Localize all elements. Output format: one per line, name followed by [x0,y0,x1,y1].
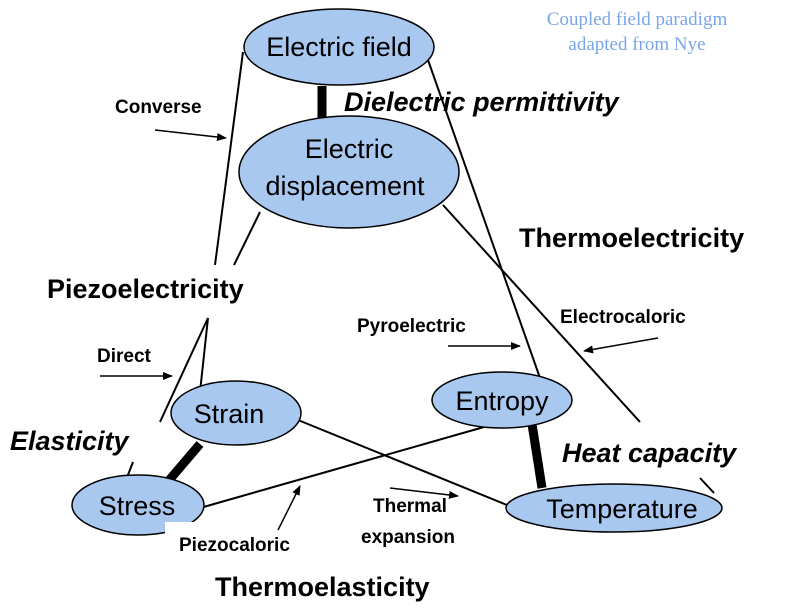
label-thermoelectricity: Thermoelectricity [519,223,744,253]
edge-entropy-temperature-thick [527,423,547,489]
label-converse: Converse [115,97,202,118]
node-entropy: Entropy [431,371,573,429]
node-stress: Stress [71,474,205,536]
label-thermoelasticity: Thermoelasticity [215,572,430,602]
stress-label-mask [165,522,205,536]
arrow-electrocaloric [583,337,659,354]
edge-field-to-entropy [427,59,541,379]
caption-line2: adapted from Nye [568,34,705,55]
arrow-piezocaloric [277,485,301,531]
temperature-label: Temperature [546,494,698,524]
electric-displacement-label-line1: Electric [305,134,394,164]
edge-stress-to-entropy [199,426,485,509]
label-direct: Direct [97,346,152,367]
edge-heatcap-to-temperature [699,477,715,494]
node-electric-field: Electric field [243,8,435,86]
electric-field-label: Electric field [266,32,412,62]
strain-label: Strain [194,399,265,429]
stress-label: Stress [99,491,176,521]
edge-displacement-to-temperature [442,204,641,423]
label-pyroelectric: Pyroelectric [357,316,466,337]
label-thermal-expansion-line1: Thermal [373,496,447,517]
node-temperature: Temperature [505,483,723,533]
label-piezoelectricity: Piezoelectricity [47,274,244,304]
edge-piezo-to-stress [159,317,209,423]
arrow-thermal-expansion [389,487,459,499]
label-heat-capacity: Heat capacity [562,438,738,468]
entropy-label: Entropy [455,386,549,416]
label-dielectric-permittivity: Dielectric permittivity [344,87,621,117]
label-elasticity: Elasticity [10,426,131,456]
label-piezocaloric: Piezocaloric [179,535,290,556]
edge-strain-to-temperature [297,419,513,508]
arrow-converse [154,129,227,141]
edge-piezo-to-strain [199,317,209,393]
node-electric-displacement: Electric displacement [238,115,460,229]
edge-displacement-to-piezo [233,211,261,266]
label-thermal-expansion-line2: expansion [361,527,455,548]
electric-displacement-label-line2: displacement [265,171,425,201]
node-strain: Strain [170,380,302,446]
edge-field-to-piezo [214,51,244,266]
label-electrocaloric: Electrocaloric [560,307,686,328]
caption-line1: Coupled field paradigm [547,9,728,30]
